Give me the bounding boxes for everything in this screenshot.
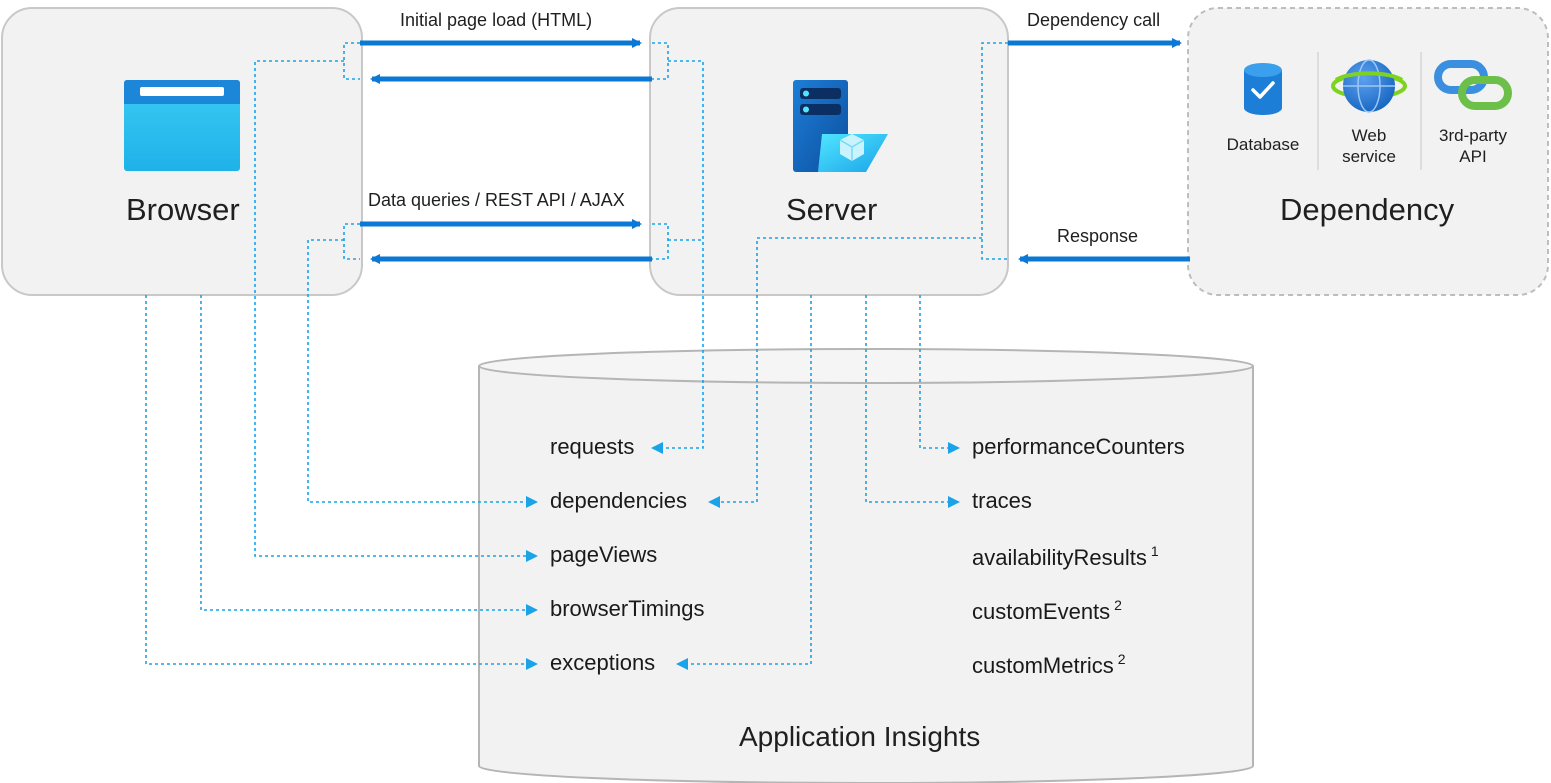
browsertimings-line [200, 295, 538, 616]
table-pageviews: pageViews [550, 542, 658, 567]
data-queries-label: Data queries / REST API / AJAX [368, 190, 625, 210]
table-traces: traces [972, 488, 1032, 513]
dependency-call-label: Dependency call [1027, 10, 1161, 30]
request-arrows [360, 38, 1190, 264]
app-insights-title: Application Insights [739, 721, 981, 752]
browser-title: Browser [126, 192, 240, 227]
footnote-marker: 1 [1150, 543, 1159, 559]
table-exceptions: exceptions [550, 650, 656, 675]
table-requests: requests [550, 434, 635, 459]
web-service-label: Web service [1342, 126, 1396, 166]
pageviews-line [254, 60, 538, 562]
globe-icon [1331, 59, 1407, 113]
server-icon [793, 80, 888, 172]
exceptions-line-browser [145, 295, 538, 670]
third-party-api-label: 3rd-party API [1438, 126, 1508, 166]
browser-window-icon [124, 80, 240, 171]
dependencies-line-browser [307, 239, 538, 508]
traces-line [865, 295, 960, 508]
footnote-marker: 2 [1117, 651, 1126, 667]
table-browsertimings: browserTimings [550, 596, 705, 621]
database-icon [1244, 63, 1282, 115]
performancecounters-line [919, 295, 960, 454]
database-label: Database [1226, 135, 1300, 154]
initial-load-label: Initial page load (HTML) [400, 10, 593, 30]
server-title: Server [786, 192, 878, 227]
customevents-name: customEvents [972, 599, 1111, 624]
custommetrics-name: customMetrics [972, 653, 1114, 678]
table-dependencies: dependencies [550, 488, 688, 513]
telemetry-lines [145, 42, 1008, 670]
availabilityresults-name: availabilityResults [972, 545, 1147, 570]
table-performancecounters: performanceCounters [972, 434, 1185, 459]
link-icon [1434, 60, 1512, 110]
response-label: Response [1057, 226, 1139, 246]
requests-line [651, 60, 704, 454]
exceptions-line-server [676, 295, 812, 670]
dependency-title: Dependency [1280, 192, 1455, 227]
dependencies-line-server [708, 237, 982, 508]
footnote-marker: 2 [1114, 597, 1122, 613]
